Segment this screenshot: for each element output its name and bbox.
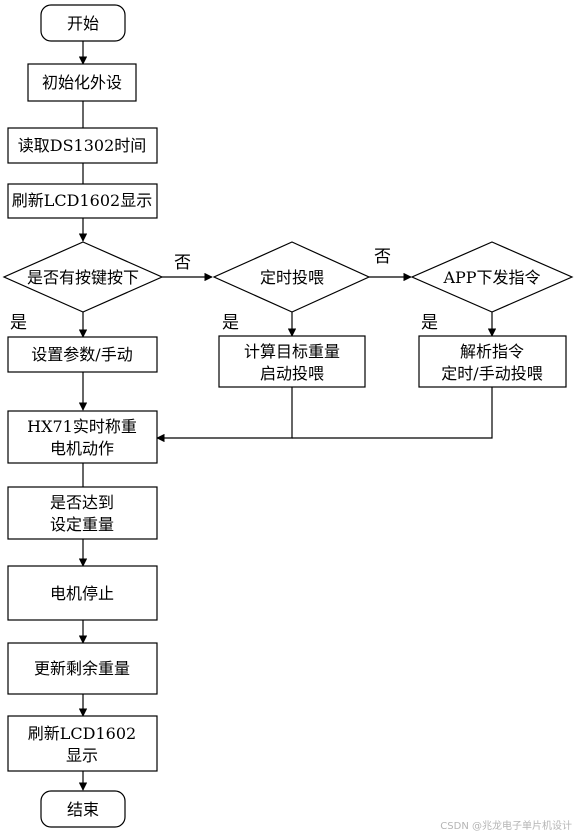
refresh-lcd-label: 刷新LCD1602显示: [12, 191, 152, 210]
app-check-label: APP下发指令: [442, 268, 540, 287]
calc-node: 计算目标重量 启动投喂: [218, 335, 366, 388]
init-label: 初始化外设: [42, 73, 122, 92]
refresh-lcd-node: 刷新LCD1602显示: [7, 183, 158, 219]
no-label-2: 否: [374, 247, 391, 267]
start-node: 开始: [40, 4, 126, 42]
motor-stop-node: 电机停止: [7, 565, 158, 621]
parse-node: 解析指令 定时/手动投喂: [418, 335, 567, 388]
reached-node: 是否达到 设定重量: [7, 486, 158, 540]
watermark: CSDN @兆龙电子单片机设计: [440, 819, 572, 832]
weigh-node: HX71实时称重 电机动作: [7, 410, 158, 464]
edge-parse-merge: [292, 387, 493, 439]
reached-label-2: 设定重量: [50, 515, 114, 534]
refresh-lcd2-label-1: 刷新LCD1602: [28, 724, 136, 743]
set-params-node: 设置参数/手动: [7, 336, 158, 373]
weigh-label-1: HX71实时称重: [27, 417, 137, 436]
yes-label-3: 是: [421, 313, 438, 333]
parse-label-1: 解析指令: [460, 342, 524, 361]
app-check-node: APP下发指令: [410, 241, 574, 313]
timer-check-node: 定时投喂: [212, 241, 371, 313]
edge-calc-weigh: [156, 387, 293, 443]
motor-stop-label: 电机停止: [50, 584, 114, 603]
end-node: 结束: [40, 790, 126, 828]
parse-label-2: 定时/手动投喂: [441, 364, 542, 383]
button-check-label: 是否有按键按下: [27, 268, 139, 287]
reached-label-1: 是否达到: [50, 493, 114, 512]
no-label-1: 否: [174, 253, 191, 273]
edges: [78, 41, 497, 791]
timer-check-label: 定时投喂: [260, 268, 324, 287]
refresh-lcd2-node: 刷新LCD1602 显示: [7, 715, 158, 772]
weigh-label-2: 电机动作: [50, 439, 114, 458]
end-label: 结束: [67, 800, 99, 819]
update-remaining-label: 更新剩余重量: [34, 659, 130, 678]
yes-label-1: 是: [10, 313, 27, 333]
calc-label-1: 计算目标重量: [244, 342, 340, 361]
yes-label-2: 是: [222, 313, 239, 333]
read-time-label: 读取DS1302时间: [18, 136, 147, 155]
update-remaining-node: 更新剩余重量: [7, 642, 158, 695]
set-params-label: 设置参数/手动: [31, 345, 132, 364]
refresh-lcd2-label-2: 显示: [66, 746, 98, 765]
start-label: 开始: [67, 14, 99, 33]
read-time-node: 读取DS1302时间: [7, 127, 158, 164]
calc-label-2: 启动投喂: [260, 364, 324, 383]
init-node: 初始化外设: [27, 63, 137, 102]
button-check-node: 是否有按键按下: [2, 241, 164, 313]
